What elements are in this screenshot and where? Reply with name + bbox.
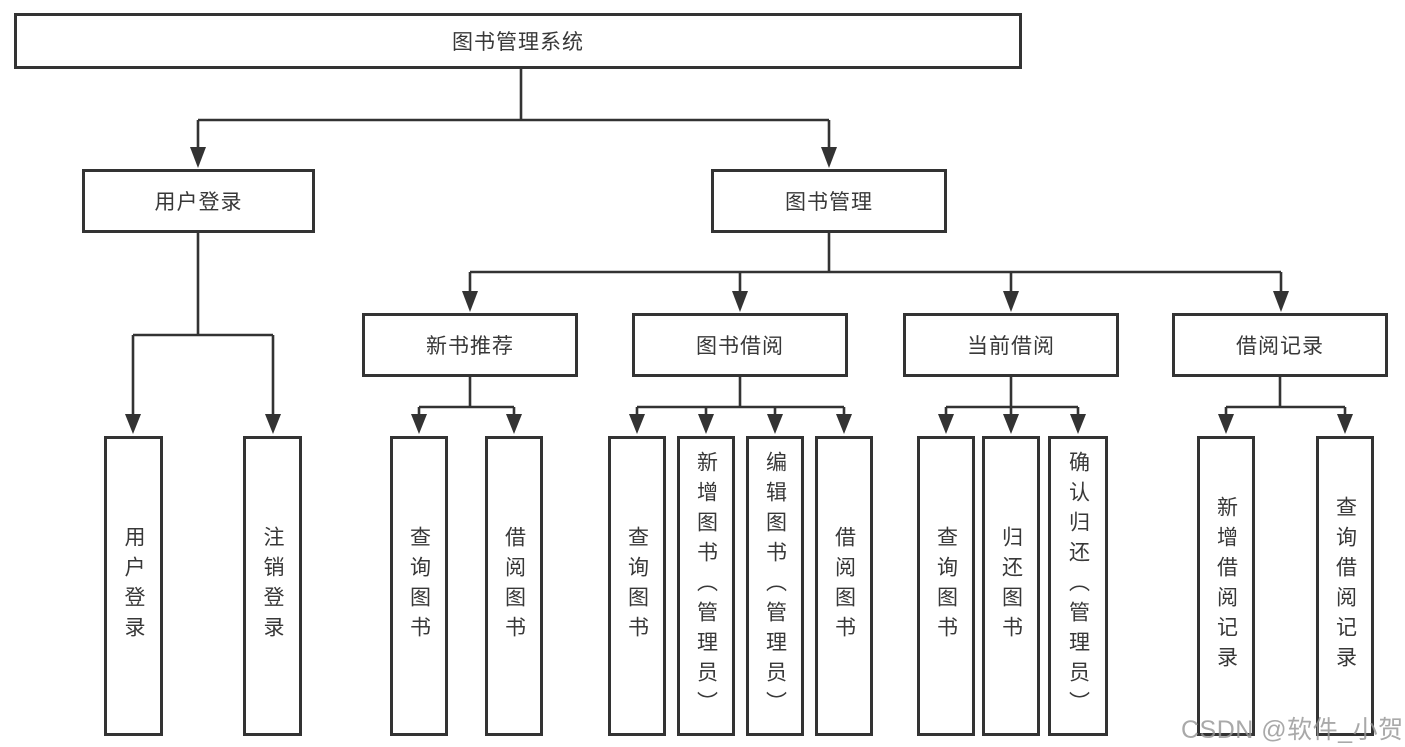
node-bb-edit-books-admin: 编辑图书（管理员） — [746, 436, 804, 736]
node-user-login-leaf: 用户登录 — [104, 436, 163, 736]
node-cb-confirm-return-admin: 确认归还（管理员） — [1048, 436, 1108, 736]
arrowheads — [125, 147, 1353, 434]
node-borrow-records: 借阅记录 — [1172, 313, 1388, 377]
node-bb-query-books: 查询图书 — [608, 436, 666, 736]
node-cb-query-books: 查询图书 — [917, 436, 975, 736]
node-current-borrow: 当前借阅 — [903, 313, 1119, 377]
watermark: CSDN @软件_小贺同学 — [1181, 716, 1405, 744]
node-book-management: 图书管理 — [711, 169, 947, 233]
node-br-query-record: 查询借阅记录 — [1316, 436, 1374, 736]
node-new-book-recommend: 新书推荐 — [362, 313, 578, 377]
node-nb-borrow-books: 借阅图书 — [485, 436, 543, 736]
node-bb-borrow-books: 借阅图书 — [815, 436, 873, 736]
node-br-add-record: 新增借阅记录 — [1197, 436, 1255, 736]
node-logout-leaf: 注销登录 — [243, 436, 302, 736]
node-book-borrow: 图书借阅 — [632, 313, 848, 377]
node-nb-query-books: 查询图书 — [390, 436, 448, 736]
node-cb-return-books: 归还图书 — [982, 436, 1040, 736]
node-bb-add-books-admin: 新增图书（管理员） — [677, 436, 735, 736]
node-library-system: 图书管理系统 — [14, 13, 1022, 69]
node-user-login: 用户登录 — [82, 169, 315, 233]
